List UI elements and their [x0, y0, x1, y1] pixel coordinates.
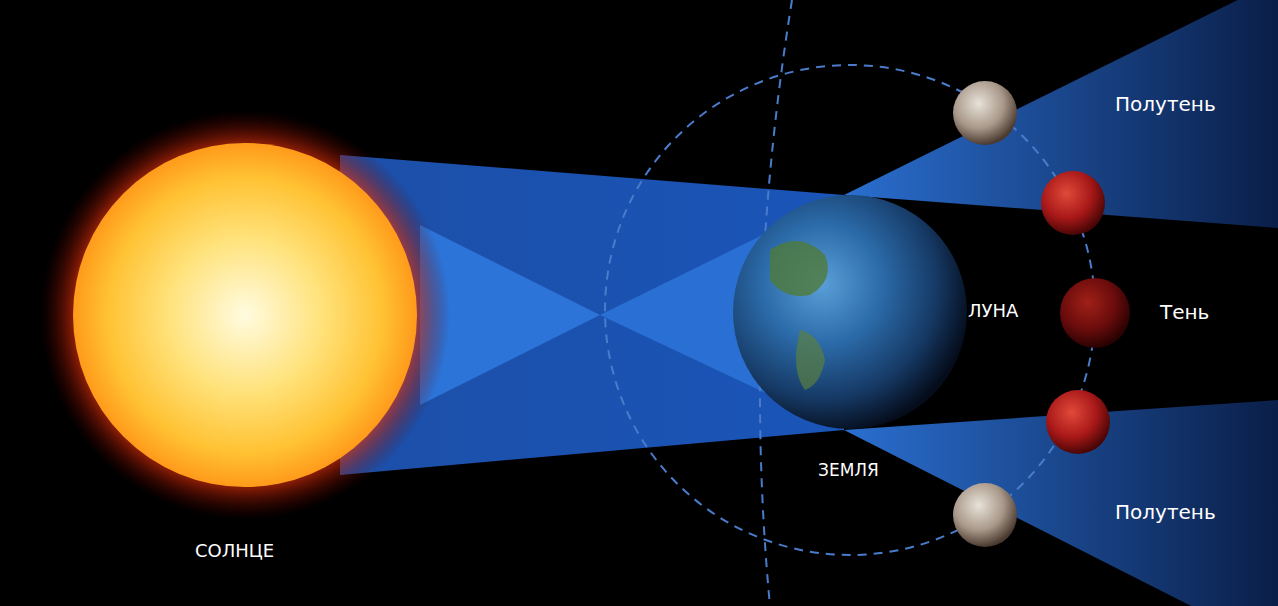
diagram-label: Полутень — [1115, 92, 1216, 116]
diagram-label: ЗЕМЛЯ — [818, 460, 879, 480]
moon-orbit — [605, 65, 1095, 555]
diagram-label: СОЛНЦЕ — [195, 540, 274, 562]
diagram-label: ЛУНА — [968, 300, 1018, 322]
earth-land — [796, 330, 825, 390]
moon — [1041, 171, 1105, 235]
earth — [733, 195, 967, 429]
moon — [1060, 278, 1130, 348]
sun-glow — [40, 110, 450, 520]
moon — [953, 81, 1017, 145]
moon — [1046, 390, 1110, 454]
sun — [73, 143, 417, 487]
diagram-label: Полутень — [1115, 500, 1216, 524]
diagram-label: Тень — [1160, 300, 1209, 324]
earth-land — [770, 241, 828, 296]
moon — [953, 483, 1017, 547]
